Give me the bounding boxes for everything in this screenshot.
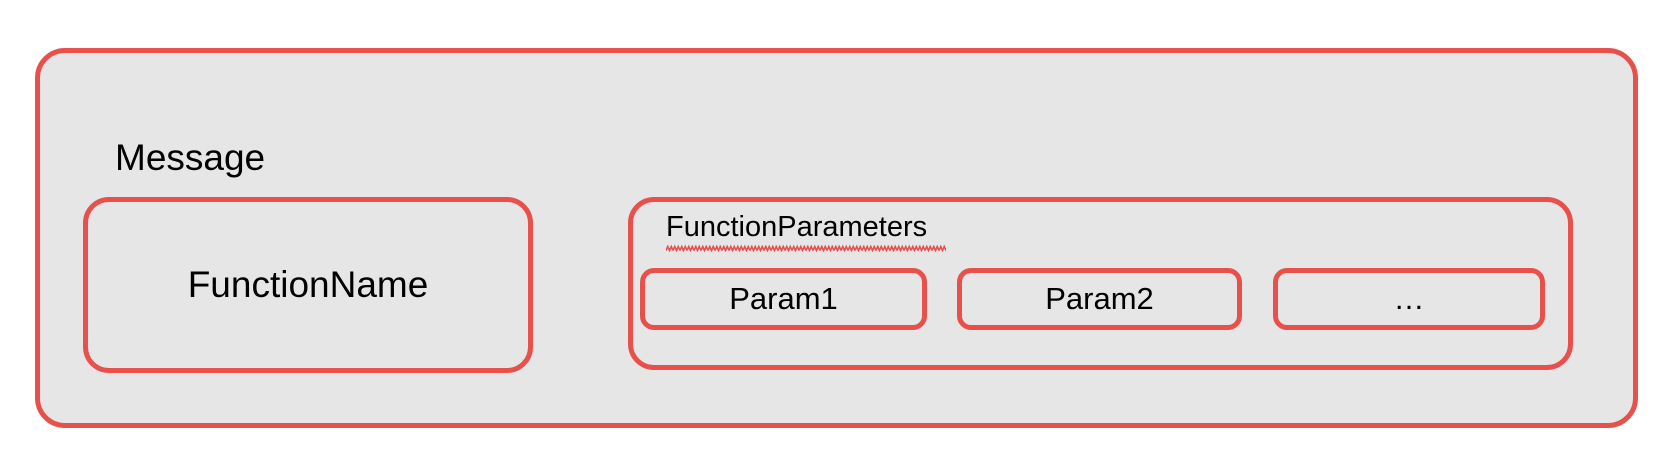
parameter-chip-label: Param2	[1045, 281, 1154, 316]
parameter-chip: Param2	[957, 268, 1242, 330]
spellcheck-squiggle-icon	[666, 245, 946, 252]
parameter-chip-label: Param1	[729, 281, 838, 316]
function-parameters-label: FunctionParameters	[666, 211, 928, 243]
function-parameters-label-group: FunctionParameters	[666, 210, 946, 252]
message-block-label: Message	[115, 137, 266, 178]
parameter-chip: Param1	[640, 268, 927, 330]
function-name-block: FunctionName	[83, 197, 533, 373]
parameter-chip-ellipsis: …	[1273, 268, 1545, 330]
message-block: Message FunctionName FunctionParameters	[35, 48, 1638, 428]
function-parameters-block: FunctionParameters Param1 Param2	[628, 197, 1573, 370]
parameter-chip-label: …	[1393, 281, 1425, 316]
parameter-chip-row: Param1 Param2 …	[633, 202, 1568, 365]
function-name-label: FunctionName	[187, 264, 429, 305]
